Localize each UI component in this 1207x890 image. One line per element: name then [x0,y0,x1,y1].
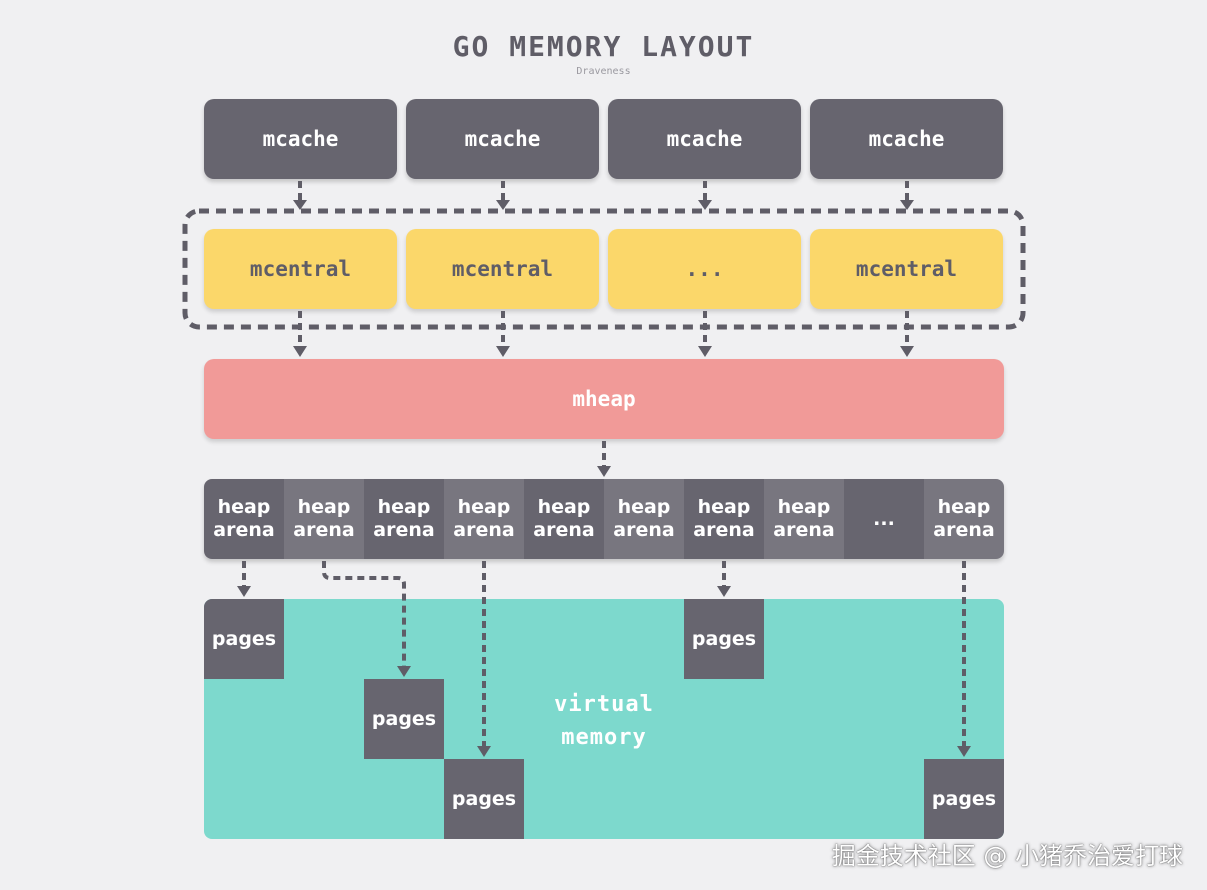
mcentral-group-outline [182,208,1026,330]
diagram-subtitle: Draveness [576,66,631,77]
arrowhead [397,666,411,677]
pages-block: pages [204,599,284,679]
arrowhead [717,586,731,597]
pages-block: pages [364,679,444,759]
pages-block: pages [444,759,524,839]
arrowhead [237,586,251,597]
mcentral-box: mcentral [810,229,1003,309]
arrowhead [900,346,914,357]
arrowhead [900,200,914,210]
mcache-box: mcache [406,99,599,179]
heap-arena-ellipsis: ... [844,479,924,559]
mheap-box: mheap [204,359,1004,439]
watermark-text: 掘金技术社区 @ 小猪乔治爱打球 [831,842,1183,870]
arrowhead [293,346,307,357]
arrowhead [496,346,510,357]
arrowhead [957,746,971,757]
mcache-box: mcache [204,99,397,179]
arrowhead [293,200,307,210]
mcentral-box: mcentral [406,229,599,309]
diagram-title: GO MEMORY LAYOUT [452,30,755,63]
arrowhead [698,200,712,210]
arrowhead [477,746,491,757]
arrowhead [698,346,712,357]
arrowhead [496,200,510,210]
arrowhead [597,466,611,477]
virtual-memory-label: virtual memory [554,692,654,750]
mcache-box: mcache [810,99,1003,179]
pages-block: pages [684,599,764,679]
mcentral-box: mcentral [204,229,397,309]
mcache-box: mcache [608,99,801,179]
pages-block: pages [924,759,1004,839]
mcentral-box: ... [608,229,801,309]
virtual-memory-area [204,599,1004,839]
arrow [322,561,406,668]
